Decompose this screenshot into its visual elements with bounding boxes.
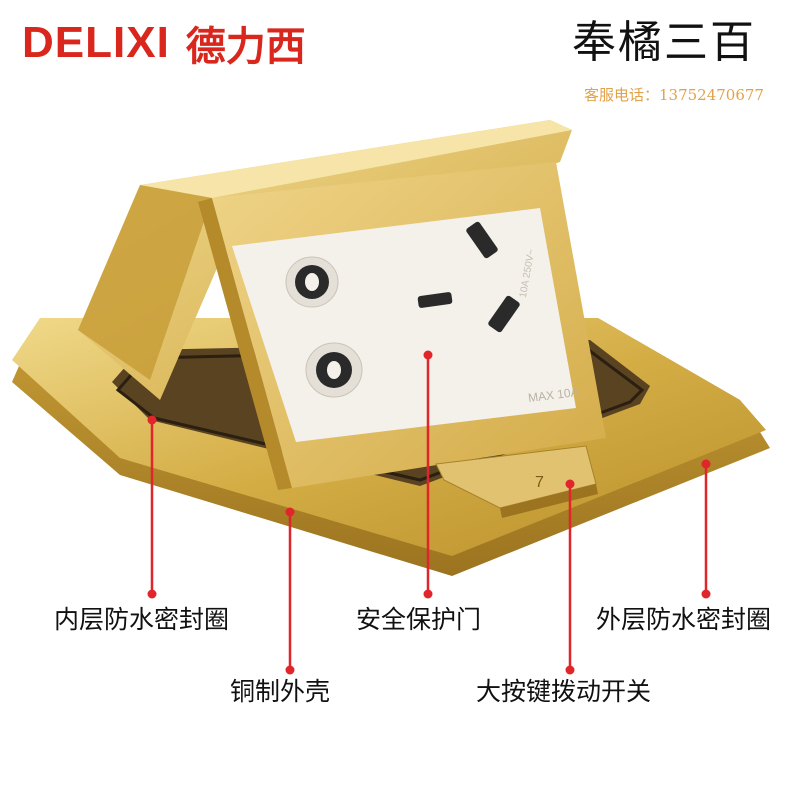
brand-name-en: DELIXI [22,18,170,67]
switch-mark: 7 [535,474,544,491]
two-pin-outlet-top [285,256,339,308]
store-name: 奉橘三百 [572,17,756,68]
brand-name-cn: 德力西 [185,24,306,70]
callout-outer-seal: 外层防水密封圈 [596,605,772,634]
switch-lip [500,484,598,518]
socket-housing-side [198,198,292,490]
three-pin-slot-right [488,295,520,333]
three-pin-slot-left [417,292,453,308]
callout-copper-shell: 铜制外壳 [230,677,331,706]
lid-top-edge [140,120,572,198]
callout-big-switch: 大按键拨动开关 [476,677,652,706]
callout-inner-seal: 内层防水密封圈 [54,605,230,634]
two-pin-outlet-bottom [305,342,363,398]
inner-seal-ring [115,346,645,482]
store-hotline: 客服电话：13752470677 [584,86,764,104]
three-pin-slot-top [466,221,498,259]
brand-logo: DELIXI 德力西 [22,14,306,72]
callout-safety-door: 安全保护门 [356,605,482,634]
